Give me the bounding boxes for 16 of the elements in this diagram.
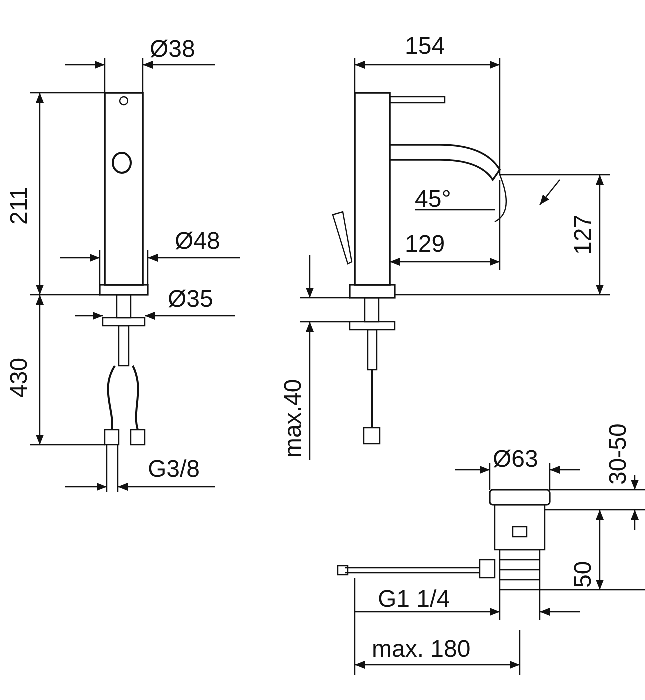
dimension-label: Ø35 <box>168 288 214 312</box>
dimension-label: G3/8 <box>148 458 200 482</box>
dimension-label: 211 <box>8 186 32 225</box>
dimension-label: 154 <box>405 35 446 59</box>
dimension-label: Ø63 <box>493 448 538 472</box>
dimension-label: max. 180 <box>372 638 471 662</box>
dimension-label: 430 <box>8 358 32 398</box>
dimension-label: G1 1/4 <box>378 588 450 612</box>
dimension-label: 129 <box>405 233 446 257</box>
dimension-label: 30-50 <box>607 424 631 485</box>
dimension-label: Ø38 <box>150 38 196 62</box>
dimension-label: 127 <box>572 214 596 255</box>
dimension-label: max.40 <box>282 379 306 458</box>
dimension-label: Ø48 <box>175 230 220 254</box>
dimension-label: 45° <box>415 188 452 212</box>
dimension-label: 50 <box>572 561 596 588</box>
